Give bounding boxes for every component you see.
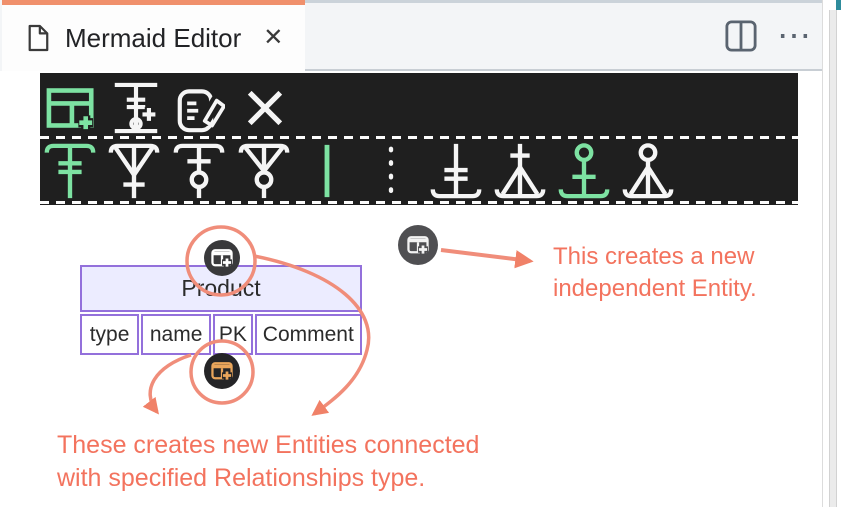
tabbar-bottom-border xyxy=(305,69,822,71)
cardinality-one-or-more-b-button[interactable] xyxy=(492,142,548,200)
cardinality-zero-or-one-b-button[interactable] xyxy=(556,142,612,200)
line-dotted-button[interactable] xyxy=(363,142,419,200)
add-entity-button[interactable] xyxy=(43,81,99,135)
attribute-cell-pk: PK xyxy=(213,314,253,355)
note-independent-entity: This creates a new independent Entity. xyxy=(553,243,757,302)
scrollbar-track[interactable] xyxy=(822,0,841,507)
close-icon[interactable]: ✕ xyxy=(263,24,284,51)
edit-code-button[interactable] xyxy=(173,81,229,135)
attribute-cell-comment: Comment xyxy=(254,314,362,355)
tab-bar: Mermaid Editor ✕ ⋯ xyxy=(0,0,841,71)
tabbar-top-border xyxy=(305,0,822,3)
attribute-cell-type: type xyxy=(80,314,140,355)
note-connected-entities: These creates new Entities connected wit… xyxy=(57,431,480,492)
tab-title: Mermaid Editor xyxy=(65,22,242,53)
add-connected-entity-above-button[interactable] xyxy=(204,240,240,276)
arrow-bottom-to-connected-note xyxy=(142,353,192,415)
add-independent-entity-button[interactable] xyxy=(398,225,438,265)
add-connected-entity-below-button[interactable] xyxy=(204,353,240,389)
line-solid-button[interactable] xyxy=(299,142,355,200)
cardinality-zero-or-one-a-button[interactable] xyxy=(171,142,227,200)
attribute-cell-name: name xyxy=(141,314,212,355)
cardinality-zero-or-more-a-button[interactable] xyxy=(236,142,292,200)
file-icon xyxy=(26,24,50,52)
cardinality-one-or-more-a-button[interactable] xyxy=(106,142,162,200)
cardinality-exactly-one-b-button[interactable] xyxy=(428,142,484,200)
cardinality-zero-or-more-b-button[interactable] xyxy=(620,142,676,200)
toolbar-divider-dashed xyxy=(40,136,798,139)
scrollbar-thumb[interactable] xyxy=(829,10,837,507)
diagram-toolbar xyxy=(40,73,798,205)
tab-mermaid-editor[interactable]: Mermaid Editor ✕ xyxy=(2,0,305,71)
split-editor-icon[interactable] xyxy=(725,19,757,52)
add-relationship-button[interactable] xyxy=(108,81,164,135)
toolbar-bottom-dashed xyxy=(40,201,798,204)
delete-button[interactable] xyxy=(237,81,293,135)
window-edge-accent xyxy=(836,0,841,10)
cardinality-exactly-one-a-button[interactable] xyxy=(42,142,98,200)
arrow-independent-note xyxy=(440,248,534,269)
editor-actions: ⋯ xyxy=(725,0,813,71)
